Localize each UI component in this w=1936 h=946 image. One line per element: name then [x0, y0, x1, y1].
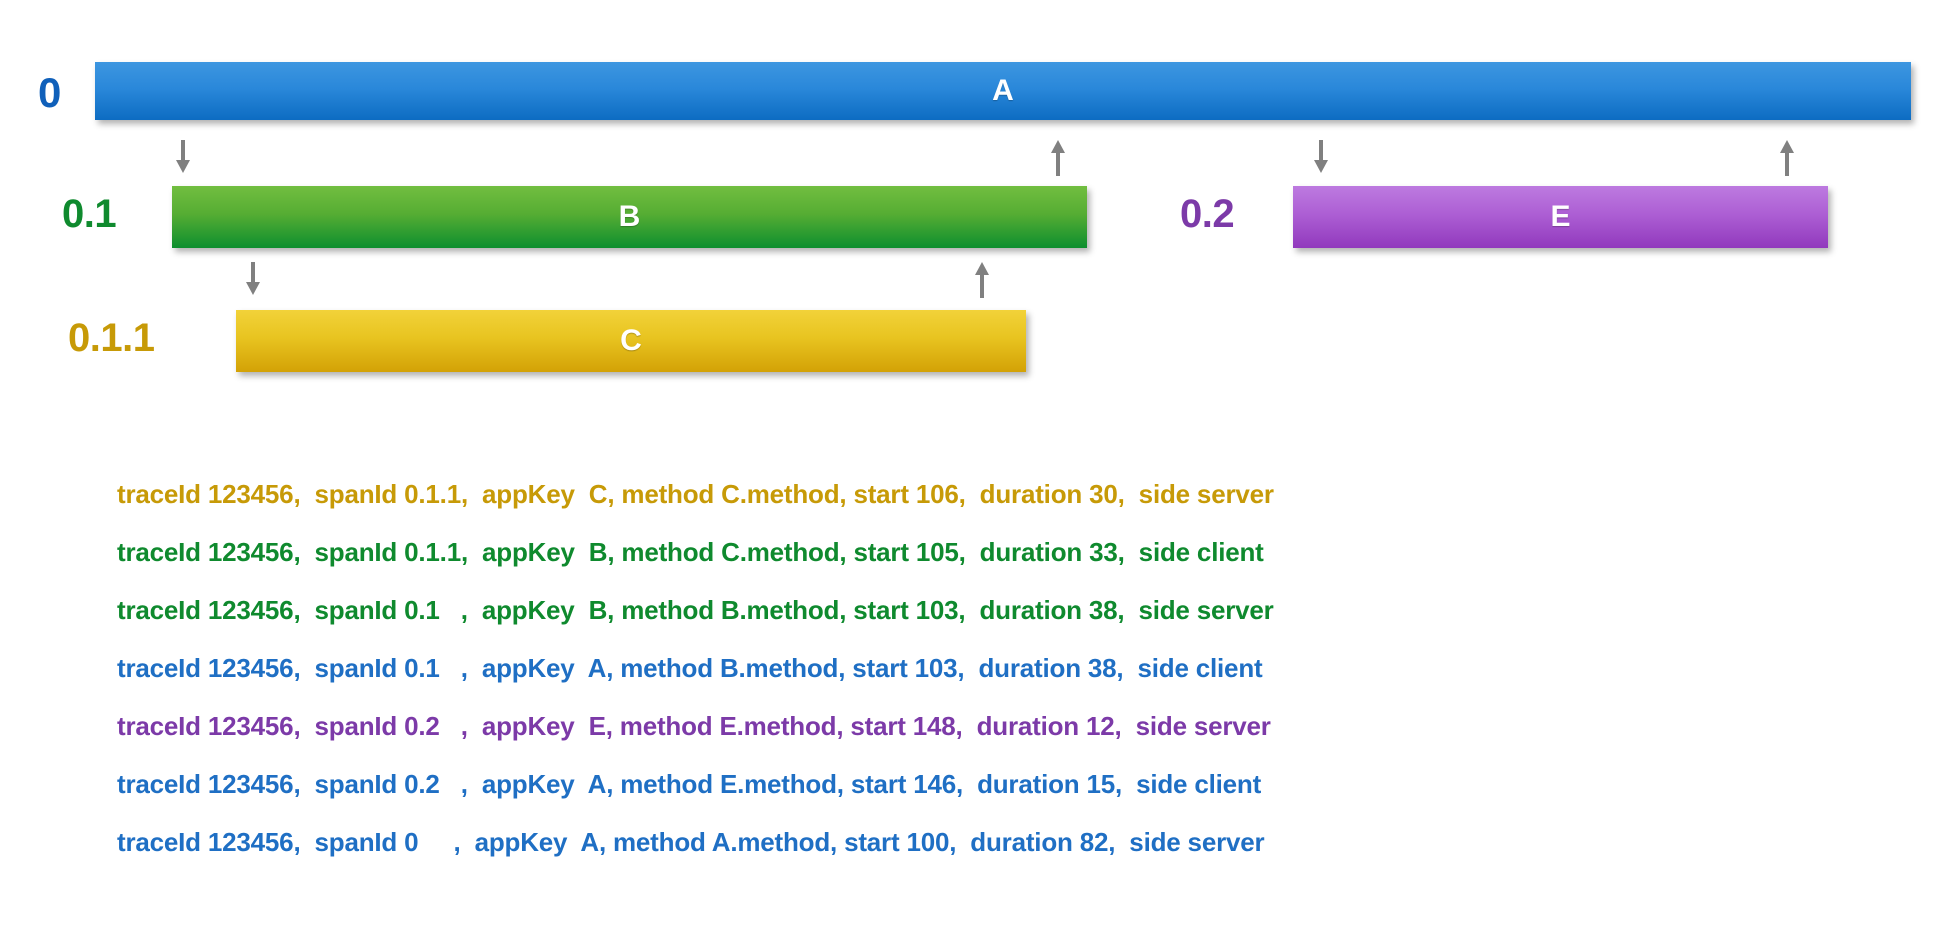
span-id-label-0-1: 0.1 — [62, 192, 117, 236]
log-line: traceId 123456, spanId 0.1 , appKey B, m… — [117, 595, 1274, 625]
log-line: traceId 123456, spanId 0 , appKey A, met… — [117, 827, 1265, 857]
arrow-down-icon-c-start — [240, 262, 266, 298]
arrow-down-icon-e-start — [1308, 140, 1334, 176]
span-bar-label-A: A — [992, 74, 1014, 107]
span-bar-label-C: C — [620, 324, 642, 357]
span-bar-A[interactable]: A — [95, 62, 1911, 120]
timeline-row-1: 0.1 B 0.2 E — [0, 186, 1936, 248]
timeline-row-0: 0 A — [0, 62, 1936, 128]
span-id-label-0: 0 — [38, 69, 61, 116]
log-line: traceId 123456, spanId 0.2 , appKey E, m… — [117, 711, 1271, 741]
log-line: traceId 123456, spanId 0.2 , appKey A, m… — [117, 769, 1262, 799]
log-line: traceId 123456, spanId 0.1.1, appKey B, … — [117, 537, 1264, 567]
arrow-up-icon-c-end — [969, 262, 995, 298]
timeline-row-2: 0.1.1 C — [0, 310, 1936, 372]
span-bar-E[interactable]: E — [1293, 186, 1828, 248]
span-bar-label-B: B — [618, 200, 641, 233]
log-line: traceId 123456, spanId 0.1 , appKey A, m… — [117, 653, 1263, 683]
span-id-label-0-2: 0.2 — [1180, 192, 1235, 236]
trace-log-list: traceId 123456, spanId 0.1.1, appKey C, … — [117, 465, 1817, 871]
arrow-down-icon-b-start — [170, 140, 196, 176]
arrow-up-icon-b-end — [1045, 140, 1071, 176]
span-bar-label-E: E — [1550, 200, 1571, 233]
span-bar-C[interactable]: C — [236, 310, 1026, 372]
span-id-label-0-1-1: 0.1.1 — [68, 316, 155, 360]
span-bar-B[interactable]: B — [172, 186, 1087, 248]
arrow-up-icon-e-end — [1774, 140, 1800, 176]
log-line: traceId 123456, spanId 0.1.1, appKey C, … — [117, 479, 1274, 509]
